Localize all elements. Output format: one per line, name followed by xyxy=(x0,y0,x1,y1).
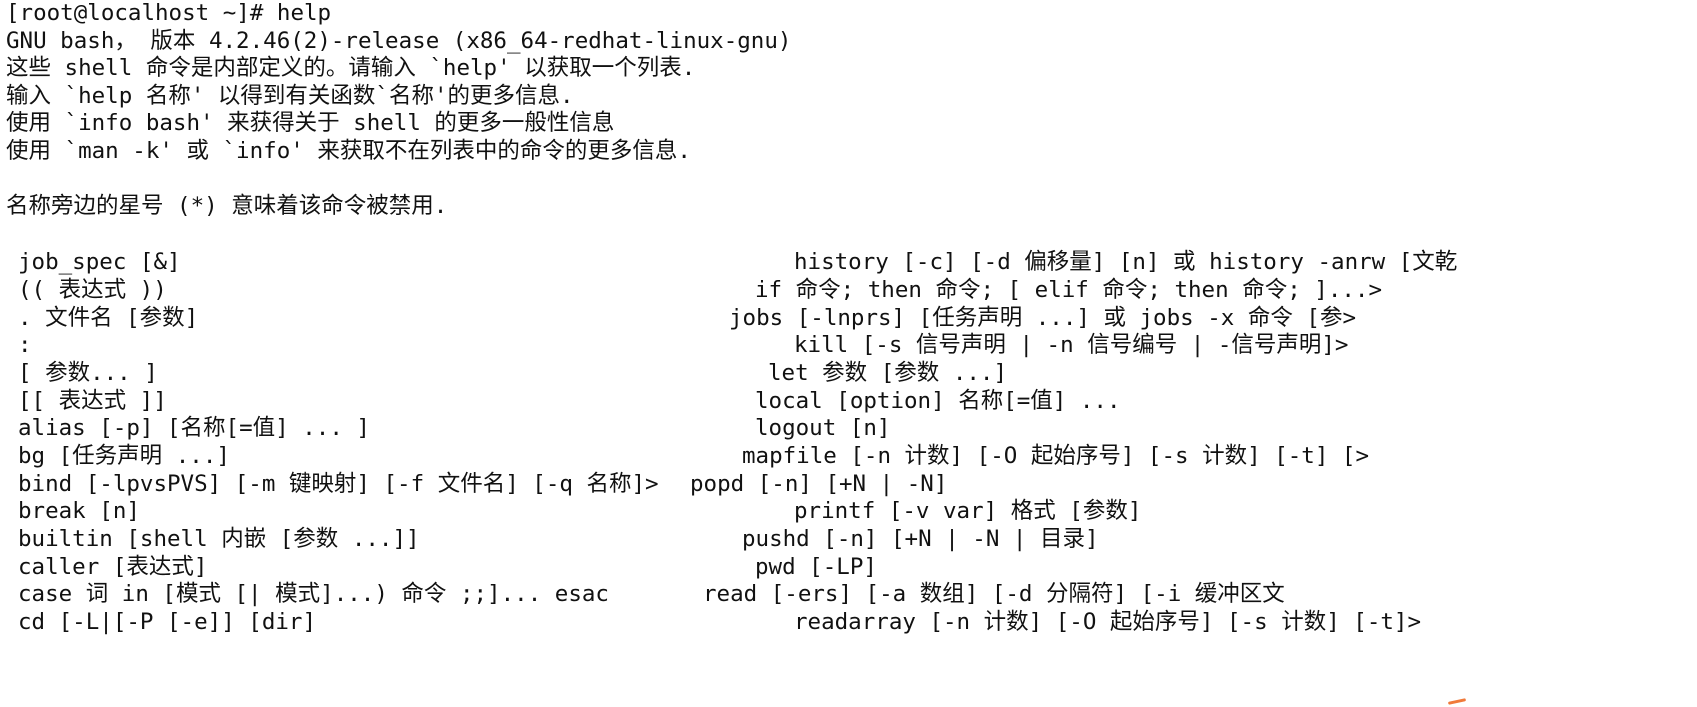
intro-line-man-info: 使用 `man -k' 或 `info' 来获取不在列表中的命令的更多信息. xyxy=(6,138,691,164)
command-item: alias [-p] [名称[=值] ... ] xyxy=(18,415,370,441)
command-item: pwd [-LP] xyxy=(755,554,877,580)
command-item: cd [-L|[-P [-e]] [dir] xyxy=(18,609,317,635)
command-item: pushd [-n] [+N | -N | 目录] xyxy=(742,526,1099,552)
command-item: : xyxy=(18,332,32,358)
command-item: bg [任务声明 ...] xyxy=(18,443,230,469)
command-item: printf [-v var] 格式 [参数] xyxy=(794,498,1142,524)
command-item: history [-c] [-d 偏移量] [n] 或 history -anr… xyxy=(794,249,1458,275)
command-item: readarray [-n 计数] [-O 起始序号] [-s 计数] [-t]… xyxy=(794,609,1422,635)
command-item: logout [n] xyxy=(755,415,891,441)
command-item: let 参数 [参数 ...] xyxy=(768,360,1008,386)
command-item: [[ 表达式 ]] xyxy=(18,388,167,414)
command-item: [ 参数... ] xyxy=(18,360,158,386)
command-item: kill [-s 信号声明 | -n 信号编号 | -信号声明]> xyxy=(794,332,1349,358)
command-item: read [-ers] [-a 数组] [-d 分隔符] [-i 缓冲区文 xyxy=(703,581,1285,607)
command-item: if 命令; then 命令; [ elif 命令; then 命令; ]...… xyxy=(755,277,1383,303)
annotation-stroke xyxy=(1447,698,1467,705)
command-item: (( 表达式 )) xyxy=(18,277,167,303)
intro-line-builtin: 这些 shell 命令是内部定义的。请输入 `help' 以获取一个列表. xyxy=(6,55,696,81)
command-item: case 词 in [模式 [| 模式]...) 命令 ;;]... esac xyxy=(18,581,609,607)
intro-line-help-name: 输入 `help 名称' 以得到有关函数`名称'的更多信息. xyxy=(6,83,574,109)
intro-line-version: GNU bash， 版本 4.2.46(2)-release (x86_64-r… xyxy=(6,28,792,54)
command-item: job_spec [&] xyxy=(18,249,181,275)
command-item: break [n] xyxy=(18,498,140,524)
prompt-line: [root@localhost ~]# help xyxy=(6,0,332,26)
intro-line-info-bash: 使用 `info bash' 来获得关于 shell 的更多一般性信息 xyxy=(6,110,615,136)
command-item: caller [表达式] xyxy=(18,554,208,580)
command-item: jobs [-lnprs] [任务声明 ...] 或 jobs -x 命令 [参… xyxy=(729,305,1357,331)
disabled-note: 名称旁边的星号 (*) 意味着该命令被禁用. xyxy=(6,193,448,219)
command-item: . 文件名 [参数] xyxy=(18,305,199,331)
command-item: local [option] 名称[=值] ... xyxy=(755,388,1121,414)
command-item: mapfile [-n 计数] [-O 起始序号] [-s 计数] [-t] [… xyxy=(742,443,1370,469)
command-item: builtin [shell 内嵌 [参数 ...]] xyxy=(18,526,420,552)
command-item: bind [-lpvsPVS] [-m 键映射] [-f 文件名] [-q 名称… xyxy=(18,471,659,497)
command-item: popd [-n] [+N | -N] xyxy=(690,471,948,497)
